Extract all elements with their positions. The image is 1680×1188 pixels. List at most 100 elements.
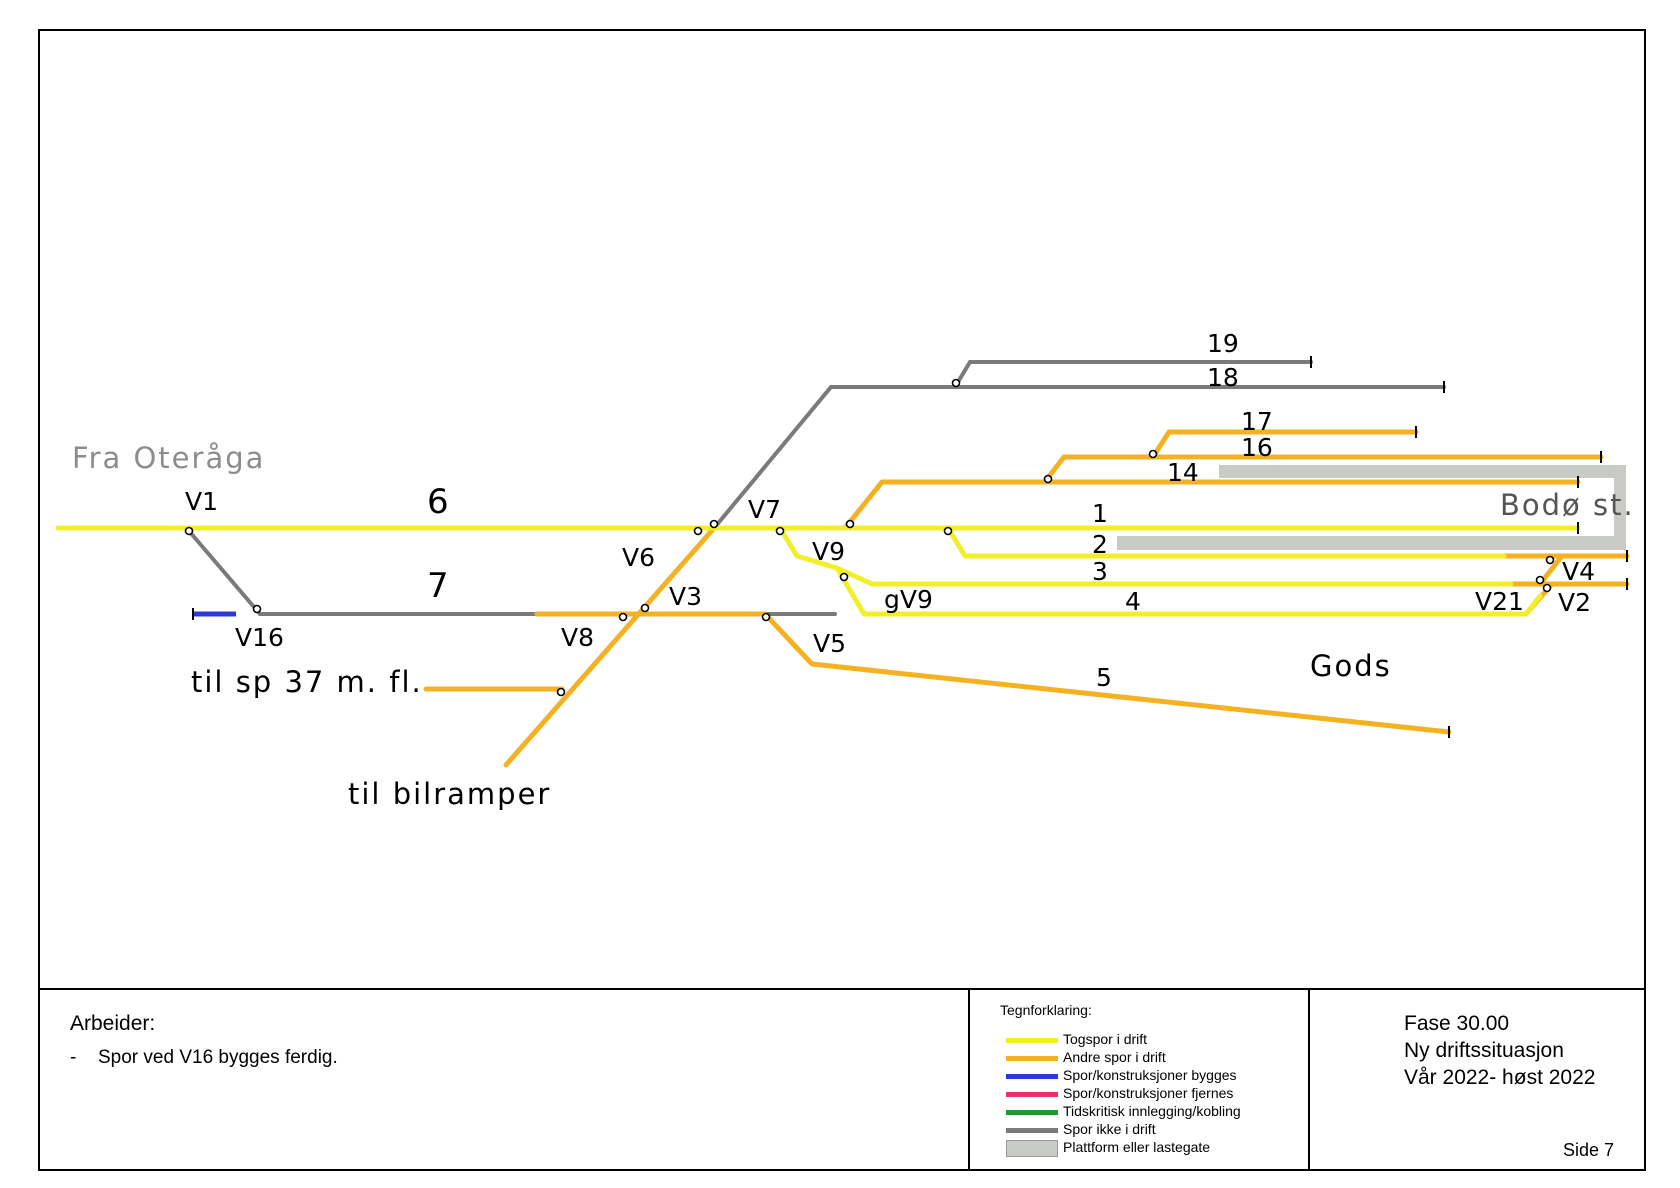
switch-marker-v3 (640, 603, 650, 613)
work-item-bullet: - (70, 1047, 77, 1068)
switch-label-v7: V7 (748, 495, 781, 524)
track-14 (842, 479, 1581, 531)
page-number: Side 7 (1562, 1140, 1614, 1160)
switch-marker-v2 (1542, 583, 1552, 593)
legend-swatch-time-critical (1006, 1110, 1058, 1115)
legend-swatch-construction (1006, 1074, 1058, 1079)
track-number-1: 1 (1092, 499, 1108, 528)
legend-label: Andre spor i drift (1063, 1049, 1166, 1065)
legend-row: Spor/konstruksjoner bygges (1006, 1067, 1306, 1085)
switch-marker-16 (1148, 449, 1158, 459)
switch-markers (184, 378, 1555, 697)
legend-swatch-removed (1006, 1092, 1058, 1097)
tracks-train (55, 525, 1581, 617)
legend-row: Andre spor i drift (1006, 1049, 1306, 1067)
legend-swatch-not-in-use (1006, 1128, 1058, 1133)
phase-period: Vår 2022- høst 2022 (1404, 1066, 1596, 1089)
legend-label: Spor/konstruksjoner fjernes (1063, 1085, 1234, 1101)
buffer-stops (192, 356, 1628, 738)
switch-label-v1: V1 (185, 487, 218, 516)
switch-marker-v4 (1545, 555, 1555, 565)
switch-label-v21: V21 (1475, 587, 1524, 616)
switch-label-v8: V8 (561, 623, 594, 652)
switch-marker-v1 (184, 526, 194, 536)
legend-label: Tidskritisk innlegging/kobling (1063, 1103, 1241, 1119)
switch-label-v6: V6 (622, 543, 655, 572)
platform-end (1614, 465, 1626, 550)
track-number-4: 4 (1125, 587, 1141, 616)
switch-label-v16: V16 (235, 623, 284, 652)
work-item: -Spor ved V16 bygges ferdig. (70, 1047, 338, 1069)
title-block: Arbeider: -Spor ved V16 bygges ferdig. T… (38, 988, 1646, 1171)
legend-row: Spor/konstruksjoner fjernes (1006, 1085, 1306, 1103)
legend-label: Togspor i drift (1063, 1031, 1148, 1047)
switch-label-v3: V3 (669, 582, 702, 611)
legend-title: Tegnforklaring: (1000, 1002, 1092, 1018)
work-title: Arbeider: (70, 1012, 156, 1035)
switch-marker-2 (943, 526, 953, 536)
work-description: Arbeider: -Spor ved V16 bygges ferdig. (38, 990, 968, 1171)
switch-label-v9: V9 (812, 537, 845, 566)
switch-label-gv9: gV9 (884, 585, 933, 614)
phase-situation: Ny driftssituasjon (1404, 1039, 1564, 1062)
track-number-3: 3 (1092, 557, 1108, 586)
switch-marker-14 (1043, 474, 1053, 484)
switch-label-v2: V2 (1558, 588, 1591, 617)
work-item-text: Spor ved V16 bygges ferdig. (98, 1047, 338, 1068)
branch-label-bilramper: til bilramper (348, 777, 551, 811)
legend-swatch-train-track (1006, 1038, 1058, 1043)
platform-upper (1219, 465, 1624, 478)
legend-row: Togspor i drift (1006, 1031, 1306, 1049)
track-18 (713, 385, 1446, 529)
track-number-18: 18 (1207, 363, 1239, 392)
legend: Tegnforklaring: Togspor i drift Andre sp… (968, 990, 1308, 1171)
tracks-other (423, 429, 1630, 768)
track-number-16: 16 (1241, 433, 1273, 462)
track-19 (953, 360, 1313, 389)
switch-marker-v21 (1535, 575, 1545, 585)
legend-swatch-other-track (1006, 1056, 1058, 1061)
track-number-2: 2 (1092, 530, 1108, 559)
track-number-7: 7 (427, 566, 449, 606)
switch-label-v4: V4 (1562, 557, 1595, 586)
switch-marker-v9a (845, 519, 855, 529)
tracks-not-in-use (187, 360, 1446, 616)
switch-marker-v8 (618, 612, 628, 622)
station-label: Bodø st. (1500, 488, 1635, 522)
track-v8-bilramper (503, 524, 718, 768)
legend-label: Spor ikke i drift (1063, 1121, 1156, 1137)
track-number-5: 5 (1096, 663, 1112, 692)
platforms (1117, 465, 1626, 550)
legend-row: Spor ikke i drift (1006, 1121, 1306, 1139)
drawing-frame (38, 29, 1646, 1171)
platform-lower (1117, 536, 1626, 550)
track-17 (1150, 429, 1419, 460)
legend-row: Plattform eller lastegate (1006, 1139, 1306, 1157)
track-number-17: 17 (1241, 407, 1273, 436)
legend-row: Tidskritisk innlegging/kobling (1006, 1103, 1306, 1121)
phase-number: Fase 30.00 (1404, 1012, 1510, 1035)
track-v1-crossover (187, 529, 262, 616)
switch-marker-v7 (775, 526, 785, 536)
switch-marker-sp37 (556, 687, 566, 697)
switch-marker-v16 (252, 604, 262, 614)
track-2 (945, 525, 1507, 559)
legend-label: Plattform eller lastegate (1063, 1139, 1211, 1155)
track-4 (834, 565, 1529, 617)
switch-marker-v6 (693, 526, 703, 536)
switch-marker-18 (951, 378, 961, 388)
switch-marker-v5 (761, 612, 771, 622)
branch-label-sp37: til sp 37 m. fl. (191, 665, 423, 699)
track-number-6: 6 (427, 482, 449, 522)
track-16 (1044, 454, 1604, 482)
phase-info: Fase 30.00 Ny driftssituasjon Vår 2022- … (1308, 990, 1644, 1171)
track-5 (762, 611, 1452, 735)
switch-label-v5: V5 (813, 629, 846, 658)
track-number-14: 14 (1167, 458, 1199, 487)
legend-label: Spor/konstruksjoner bygges (1063, 1067, 1237, 1083)
origin-label: Fra Oteråga (72, 441, 265, 475)
track-v21-diag (1523, 593, 1543, 617)
legend-swatch-platform (1006, 1140, 1058, 1157)
switch-marker-v9b (839, 572, 849, 582)
